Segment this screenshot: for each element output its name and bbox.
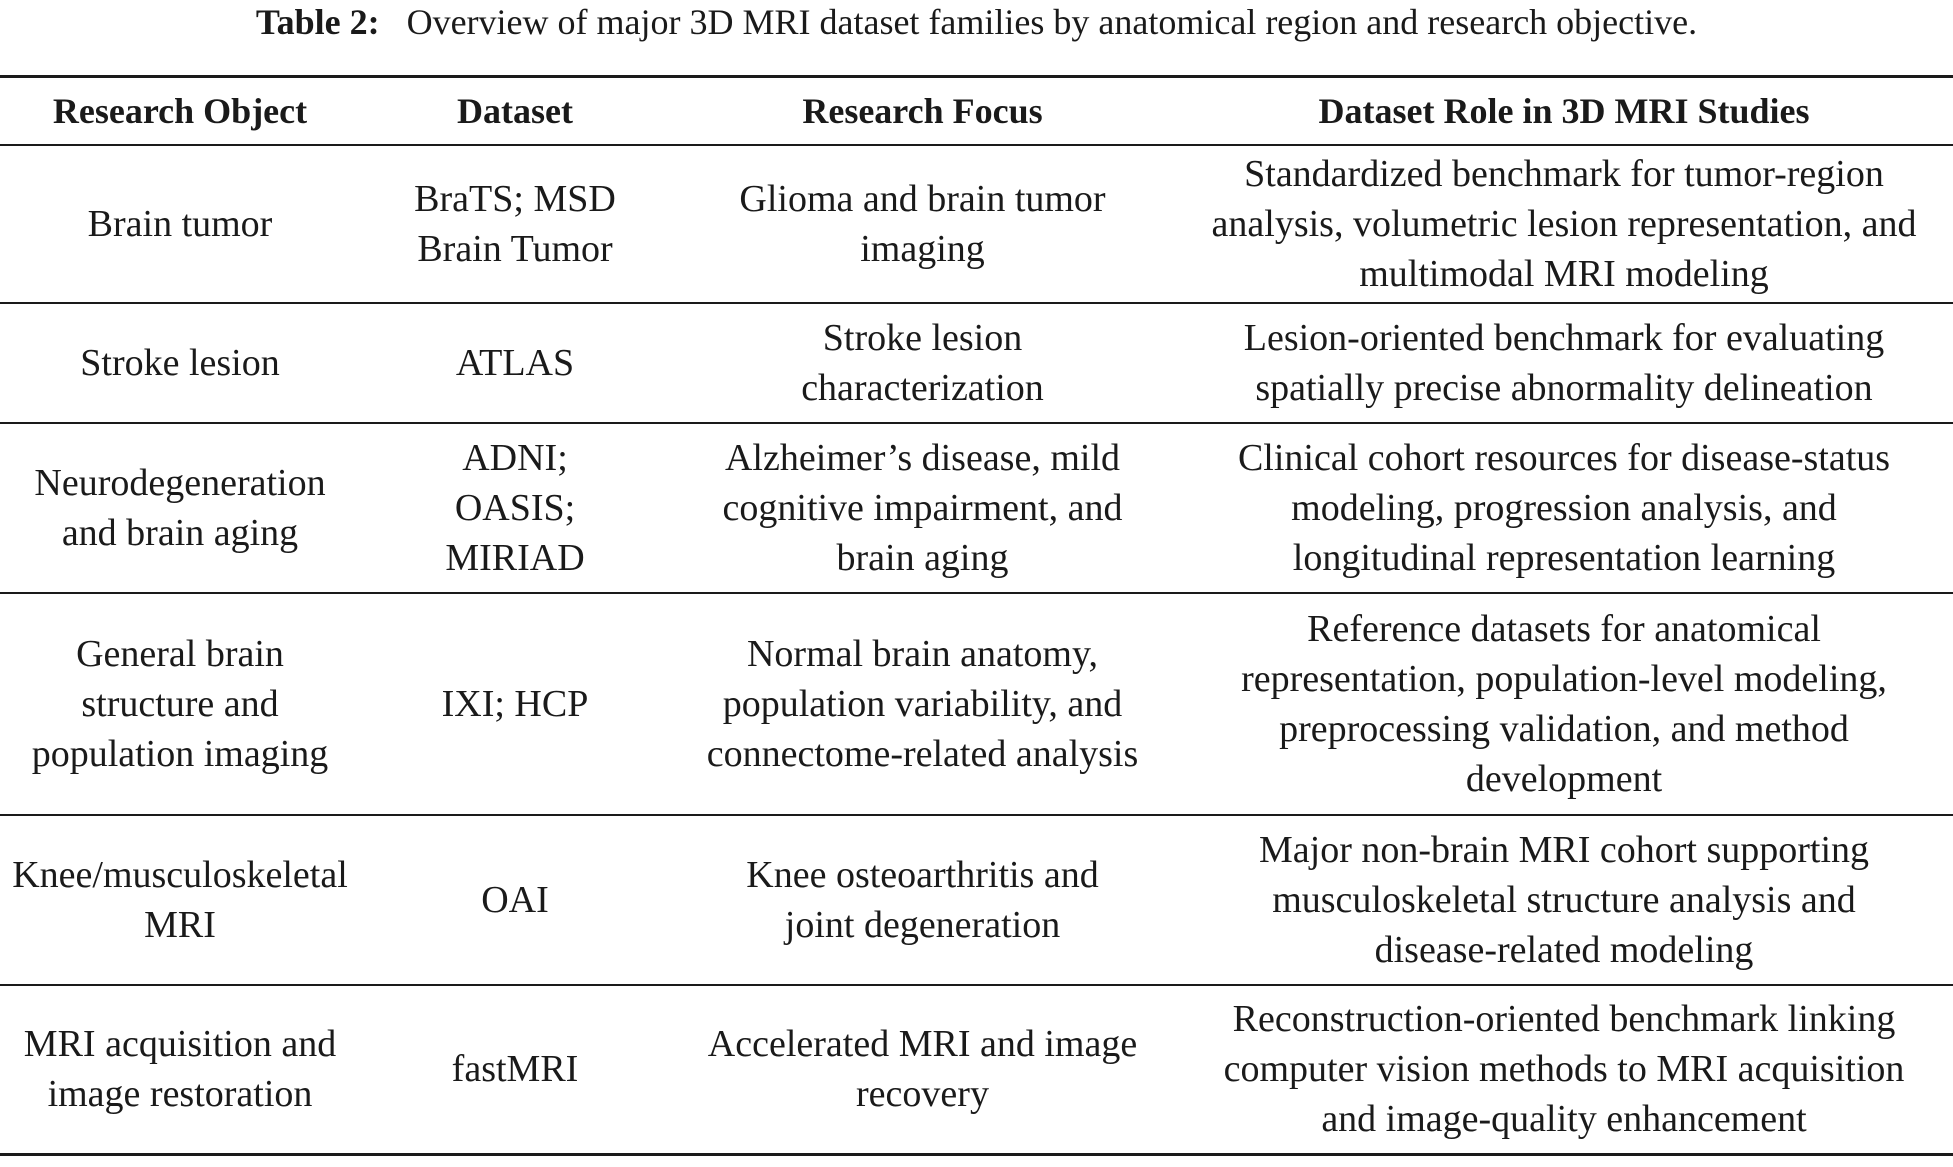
cell-line: BraTS; MSD [414, 177, 616, 220]
cell-line: multimodal MRI modeling [1359, 252, 1769, 295]
cell-line: representation, population-level modelin… [1241, 657, 1887, 700]
cell-line: longitudinal representation learning [1292, 536, 1836, 579]
cell-line: characterization [801, 366, 1044, 409]
dataset-table: Research Object Dataset Research Focus D… [0, 75, 1953, 1156]
cell-line: Accelerated MRI and image [707, 1023, 1138, 1066]
cell-dataset-role: Reference datasets for anatomical represe… [1175, 592, 1953, 816]
cell-line: Knee osteoarthritis and [746, 853, 1099, 896]
cell-research-object: Brain tumor [0, 144, 360, 304]
cell-line: IXI; HCP [441, 682, 589, 725]
table-caption: Table 2: Overview of major 3D MRI datase… [0, 0, 1953, 48]
cell-research-object: MRI acquisition and image restoration [0, 984, 360, 1156]
cell-dataset-role: Clinical cohort resources for disease-st… [1175, 422, 1953, 594]
table-row: Brain tumor BraTS; MSD Brain Tumor Glioma a… [0, 144, 1953, 304]
cell-line: Stroke lesion [822, 316, 1023, 359]
cell-line: image restoration [47, 1073, 313, 1116]
cell-research-focus: Alzheimer’s disease, mild cognitive impai… [670, 422, 1175, 594]
cell-dataset: BraTS; MSD Brain Tumor [360, 144, 670, 304]
cell-research-object: Stroke lesion [0, 302, 360, 424]
caption-text: Overview of major 3D MRI dataset familie… [406, 2, 1698, 42]
header-dataset: Dataset [360, 75, 670, 146]
cell-line: Clinical cohort resources for disease-st… [1237, 436, 1891, 479]
cell-line: computer vision methods to MRI acquisiti… [1223, 1048, 1905, 1091]
cell-dataset-role: Standardized benchmark for tumor-region a… [1175, 144, 1953, 304]
cell-line: OASIS; [454, 486, 576, 529]
cell-line: population imaging [31, 732, 329, 775]
cell-line: Glioma and brain tumor [739, 177, 1106, 220]
cell-research-object: Neurodegeneration and brain aging [0, 422, 360, 594]
cell-line: disease-related modeling [1374, 928, 1754, 971]
cell-line: Major non-brain MRI cohort supporting [1258, 828, 1870, 871]
cell-line: Reconstruction-oriented benchmark linkin… [1232, 998, 1896, 1041]
cell-research-focus: Glioma and brain tumor imaging [670, 144, 1175, 304]
cell-line: OAI [481, 878, 549, 921]
header-research-focus: Research Focus [670, 75, 1175, 146]
table-row: General brain structure and population ima… [0, 592, 1953, 816]
cell-dataset: IXI; HCP [360, 592, 670, 816]
caption-label: Table 2: [255, 2, 380, 42]
cell-line: musculoskeletal structure analysis and [1272, 878, 1856, 921]
cell-line: cognitive impairment, and [722, 486, 1123, 529]
cell-line: and brain aging [61, 511, 299, 554]
cell-line: joint degeneration [784, 903, 1061, 946]
cell-line: Brain tumor [87, 202, 273, 245]
cell-line: brain aging [836, 536, 1009, 579]
cell-line: General brain [76, 632, 284, 675]
cell-line: MIRIAD [445, 536, 585, 579]
cell-line: recovery [856, 1073, 989, 1116]
cell-line: MRI [144, 903, 216, 946]
cell-line: Neurodegeneration [34, 461, 326, 504]
cell-line: Reference datasets for anatomical [1307, 607, 1821, 650]
cell-research-focus: Normal brain anatomy, population variabil… [670, 592, 1175, 816]
cell-dataset-role: Reconstruction-oriented benchmark linkin… [1175, 984, 1953, 1156]
cell-line: population variability, and [722, 682, 1123, 725]
cell-line: MRI acquisition and [23, 1023, 337, 1066]
cell-line: preprocessing validation, and method [1279, 707, 1849, 750]
table-row: MRI acquisition and image restoration fast… [0, 984, 1953, 1156]
cell-line: fastMRI [451, 1048, 579, 1091]
cell-line: analysis, volumetric lesion representati… [1211, 202, 1917, 245]
cell-line: modeling, progression analysis, and [1291, 486, 1837, 529]
cell-line: Standardized benchmark for tumor-region [1244, 152, 1884, 195]
cell-dataset-role: Lesion-oriented benchmark for evaluating… [1175, 302, 1953, 424]
cell-dataset-role: Major non-brain MRI cohort supporting mus… [1175, 814, 1953, 986]
table-row: Neurodegeneration and brain aging ADNI; OAS… [0, 422, 1953, 594]
header-dataset-role: Dataset Role in 3D MRI Studies [1175, 75, 1953, 146]
cell-line: connectome-related analysis [706, 732, 1139, 775]
cell-line: development [1465, 757, 1663, 800]
header-research-object: Research Object [0, 75, 360, 146]
cell-line: ATLAS [455, 341, 575, 384]
cell-research-object: General brain structure and population ima… [0, 592, 360, 816]
cell-dataset: fastMRI [360, 984, 670, 1156]
cell-line: and image-quality enhancement [1321, 1098, 1807, 1141]
cell-line: imaging [860, 227, 985, 270]
cell-line: Normal brain anatomy, [746, 632, 1099, 675]
cell-dataset: ADNI; OASIS; MIRIAD [360, 422, 670, 594]
cell-line: spatially precise abnormality delineatio… [1255, 366, 1873, 409]
cell-research-focus: Stroke lesion characterization [670, 302, 1175, 424]
cell-dataset: ATLAS [360, 302, 670, 424]
caption-spacer [389, 2, 398, 42]
cell-dataset: OAI [360, 814, 670, 986]
cell-line: Knee/musculoskeletal [12, 853, 348, 896]
cell-research-focus: Accelerated MRI and image recovery [670, 984, 1175, 1156]
cell-research-focus: Knee osteoarthritis and joint degeneratio… [670, 814, 1175, 986]
cell-line: ADNI; [462, 436, 568, 479]
cell-line: Alzheimer’s disease, mild [724, 436, 1121, 479]
cell-line: structure and [81, 682, 279, 725]
cell-line: Stroke lesion [80, 341, 280, 384]
table-body: Brain tumor BraTS; MSD Brain Tumor Glioma a… [0, 144, 1953, 1156]
cell-line: Lesion-oriented benchmark for evaluating [1243, 316, 1885, 359]
table-header-row: Research Object Dataset Research Focus D… [0, 75, 1953, 146]
cell-line: Brain Tumor [417, 227, 613, 270]
